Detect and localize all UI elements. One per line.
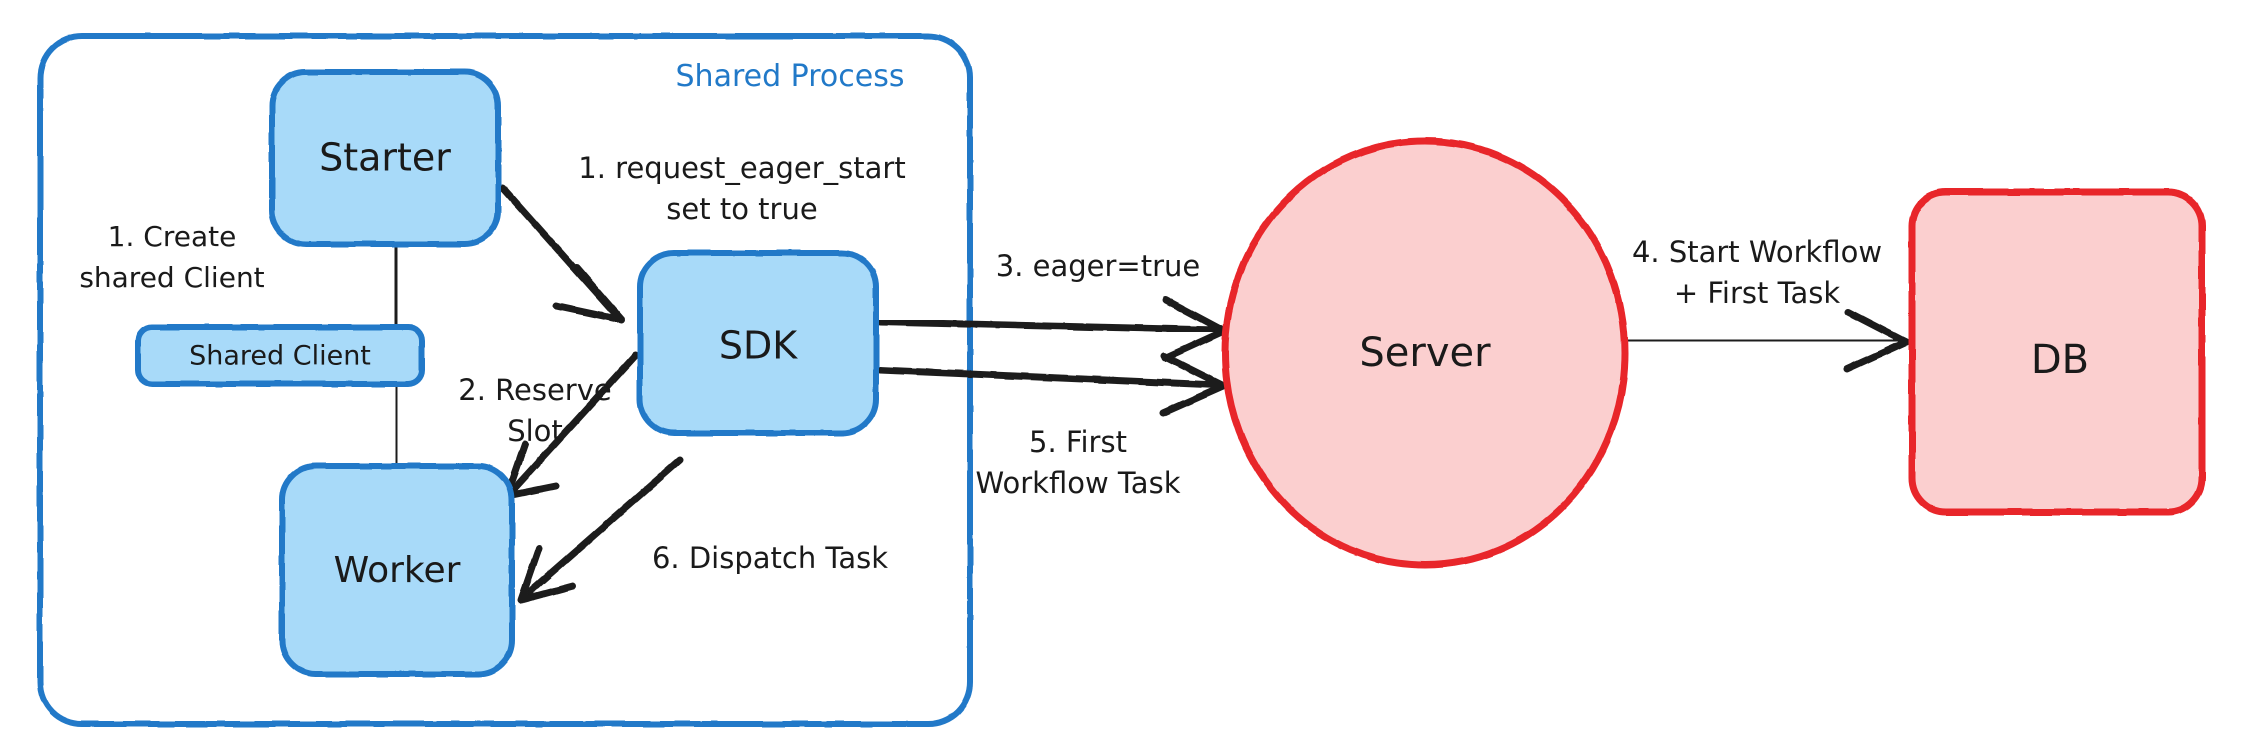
shared-process-border xyxy=(37,33,973,727)
shared-process-label: Shared Process xyxy=(676,59,905,94)
node-starter[interactable]: Starter xyxy=(269,69,501,247)
node-sdk[interactable]: SDK xyxy=(637,250,879,436)
edge-server-sdk-first-workflow-task: 5. First Workflow Task xyxy=(876,352,1228,500)
edge-label-eager-true: 3. eager=true xyxy=(996,249,1201,283)
edge-line xyxy=(876,318,1222,334)
shared-process-group: Shared Process xyxy=(37,33,973,727)
edge-label-first-workflow-task-line1: 5. First xyxy=(1029,425,1127,459)
node-shared-client[interactable]: Shared Client xyxy=(135,324,425,387)
arrowhead xyxy=(552,264,626,324)
node-starter-shape[interactable] xyxy=(269,69,501,247)
edge-label-dispatch-task: 6. Dispatch Task xyxy=(652,541,888,575)
node-sdk-shape[interactable] xyxy=(637,250,879,436)
node-server[interactable]: Server xyxy=(1221,137,1629,569)
arrowhead xyxy=(1843,308,1910,373)
edge-label-start-workflow-line1: 4. Start Workflow xyxy=(1632,235,1882,269)
node-server-shape[interactable] xyxy=(1221,137,1629,569)
node-server-label: Server xyxy=(1359,330,1491,376)
edge-label-create-shared-client-line2: shared Client xyxy=(79,261,264,294)
edge-label-start-workflow-line2: + First Task xyxy=(1674,276,1841,310)
edge-server-db: 4. Start Workflow + First Task xyxy=(1623,235,1910,373)
edge-line xyxy=(876,366,1222,389)
edge-line xyxy=(393,379,400,471)
node-worker-shape[interactable] xyxy=(279,463,515,677)
edge-sdk-worker-reserve-slot: 2. Reserve Slot xyxy=(458,351,640,500)
node-shared-client-shape[interactable] xyxy=(135,324,425,387)
node-worker-label: Worker xyxy=(334,550,461,591)
edge-line xyxy=(523,456,684,598)
node-worker[interactable]: Worker xyxy=(279,463,515,677)
edge-line xyxy=(1623,336,1904,345)
edge-label-request-eager-start-line1: 1. request_eager_start xyxy=(578,151,905,185)
edge-label-request-eager-start-line2: set to true xyxy=(666,192,817,226)
node-db-shape[interactable] xyxy=(1908,188,2206,516)
edge-label-reserve-slot-line2: Slot xyxy=(507,414,563,448)
edge-label-create-shared-client-line1: 1. Create xyxy=(108,220,237,253)
node-db-label: DB xyxy=(2031,337,2089,383)
node-starter-label: Starter xyxy=(319,136,451,180)
edge-sdk-worker-dispatch-task: 6. Dispatch Task xyxy=(517,456,888,604)
edge-label-reserve-slot-line1: 2. Reserve xyxy=(458,373,611,407)
edge-line xyxy=(509,351,640,494)
arrowhead xyxy=(517,544,577,604)
node-shared-client-label: Shared Client xyxy=(189,341,371,372)
edge-line xyxy=(392,242,400,341)
edge-sdk-server-eager: 3. eager=true xyxy=(876,249,1228,362)
edge-starter-shared-client: 1. Create shared Client xyxy=(79,220,400,341)
node-db[interactable]: DB xyxy=(1908,188,2206,516)
node-sdk-label: SDK xyxy=(719,324,798,368)
edge-shared-client-worker xyxy=(393,379,400,471)
edge-label-first-workflow-task-line2: Workflow Task xyxy=(976,466,1181,500)
edge-starter-sdk: 1. request_eager_start set to true xyxy=(499,151,906,324)
